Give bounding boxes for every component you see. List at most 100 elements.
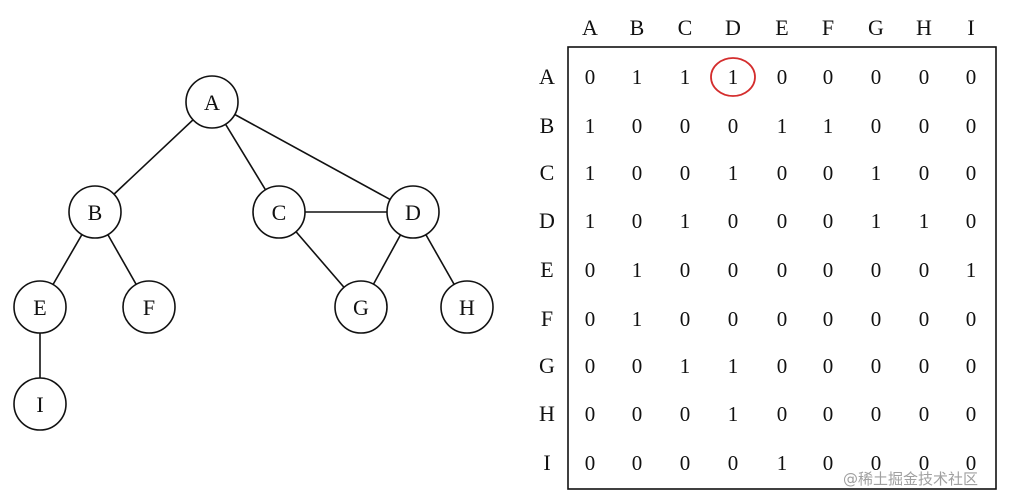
matrix-cell-E-C: 0 xyxy=(680,258,691,282)
graph-edges xyxy=(39,101,468,404)
matrix-cell-I-D: 0 xyxy=(728,451,739,475)
matrix-cell-A-H: 0 xyxy=(919,65,930,89)
matrix-cell-C-E: 0 xyxy=(777,161,788,185)
matrix-cell-F-C: 0 xyxy=(680,307,691,331)
matrix-cell-D-C: 1 xyxy=(680,209,691,233)
matrix-cell-D-F: 0 xyxy=(823,209,834,233)
matrix-cell-C-H: 0 xyxy=(919,161,930,185)
matrix-cell-F-D: 0 xyxy=(728,307,739,331)
highlight-circle xyxy=(710,57,756,97)
matrix-cell-G-H: 0 xyxy=(919,354,930,378)
column-header-I: I xyxy=(967,15,974,40)
node-circle xyxy=(13,377,67,431)
matrix-cell-G-F: 0 xyxy=(823,354,834,378)
matrix-cell-I-B: 0 xyxy=(632,451,643,475)
matrix-cell-G-C: 1 xyxy=(680,354,691,378)
row-header-C: C xyxy=(540,160,555,185)
matrix-cell-B-D: 0 xyxy=(728,114,739,138)
matrix-cell-H-C: 0 xyxy=(680,402,691,426)
column-header-C: C xyxy=(678,15,693,40)
matrix-cell-H-F: 0 xyxy=(823,402,834,426)
column-header-D: D xyxy=(725,15,741,40)
node-circle xyxy=(252,185,306,239)
row-header-D: D xyxy=(539,208,555,233)
node-label: F xyxy=(143,295,155,320)
matrix-cell-F-A: 0 xyxy=(585,307,596,331)
matrix-cell-F-I: 0 xyxy=(966,307,977,331)
node-D: D xyxy=(386,185,440,239)
matrix-cell-E-H: 0 xyxy=(919,258,930,282)
matrix-cell-A-A: 0 xyxy=(585,65,596,89)
node-circle xyxy=(13,280,67,334)
row-header-B: B xyxy=(540,113,555,138)
node-label: C xyxy=(272,200,287,225)
matrix-cell-D-I: 0 xyxy=(966,209,977,233)
matrix-cell-E-D: 0 xyxy=(728,258,739,282)
node-B: B xyxy=(68,185,122,239)
matrix-cell-F-E: 0 xyxy=(777,307,788,331)
node-circle xyxy=(185,75,239,129)
matrix-cell-E-F: 0 xyxy=(823,258,834,282)
node-I: I xyxy=(13,377,67,431)
matrix-cell-E-I: 1 xyxy=(966,258,977,282)
row-header-F: F xyxy=(541,306,553,331)
matrix-frame xyxy=(567,46,997,490)
matrix-cell-G-A: 0 xyxy=(585,354,596,378)
matrix-cell-C-F: 0 xyxy=(823,161,834,185)
matrix-cell-I-E: 1 xyxy=(777,451,788,475)
matrix-cell-C-G: 1 xyxy=(871,161,882,185)
matrix-cell-D-B: 0 xyxy=(632,209,643,233)
matrix-cell-A-C: 1 xyxy=(680,65,691,89)
node-circle xyxy=(122,280,176,334)
matrix-cell-C-A: 1 xyxy=(585,161,596,185)
edge-A-D xyxy=(211,101,414,213)
matrix-cell-A-I: 0 xyxy=(966,65,977,89)
node-C: C xyxy=(252,185,306,239)
node-label: D xyxy=(405,200,421,225)
node-E: E xyxy=(13,280,67,334)
matrix-cell-H-H: 0 xyxy=(919,402,930,426)
matrix-cell-A-E: 0 xyxy=(777,65,788,89)
matrix-cell-A-G: 0 xyxy=(871,65,882,89)
matrix-cell-D-G: 1 xyxy=(871,209,882,233)
column-header-F: F xyxy=(822,15,834,40)
matrix-cell-B-C: 0 xyxy=(680,114,691,138)
row-header-H: H xyxy=(539,401,555,426)
matrix-cell-D-D: 0 xyxy=(728,209,739,233)
node-label: H xyxy=(459,295,475,320)
matrix-cell-I-H: 0 xyxy=(919,451,930,475)
matrix-cell-I-C: 0 xyxy=(680,451,691,475)
row-header-A: A xyxy=(539,64,555,89)
node-label: E xyxy=(33,295,46,320)
column-header-A: A xyxy=(582,15,598,40)
matrix-cell-H-G: 0 xyxy=(871,402,882,426)
watermark: @稀土掘金技术社区 xyxy=(843,470,979,488)
matrix-cell-B-E: 1 xyxy=(777,114,788,138)
matrix-cell-G-I: 0 xyxy=(966,354,977,378)
matrix-cell-D-A: 1 xyxy=(585,209,596,233)
node-label: I xyxy=(36,392,43,417)
node-label: G xyxy=(353,295,369,320)
column-header-E: E xyxy=(775,15,788,40)
row-header-E: E xyxy=(540,257,553,282)
matrix-cell-H-I: 0 xyxy=(966,402,977,426)
matrix-cell-D-H: 1 xyxy=(919,209,930,233)
matrix-cell-I-G: 0 xyxy=(871,451,882,475)
matrix-cell-H-B: 0 xyxy=(632,402,643,426)
matrix-cell-G-G: 0 xyxy=(871,354,882,378)
column-header-H: H xyxy=(916,15,932,40)
matrix-cell-E-E: 0 xyxy=(777,258,788,282)
node-A: A xyxy=(185,75,239,129)
matrix-cell-C-I: 0 xyxy=(966,161,977,185)
matrix-cell-G-B: 0 xyxy=(632,354,643,378)
matrix-cell-F-B: 1 xyxy=(632,307,643,331)
node-G: G xyxy=(334,280,388,334)
node-circle xyxy=(68,185,122,239)
node-circle xyxy=(440,280,494,334)
matrix-cell-B-F: 1 xyxy=(823,114,834,138)
node-circle xyxy=(386,185,440,239)
matrix-cell-I-A: 0 xyxy=(585,451,596,475)
node-label: B xyxy=(88,200,103,225)
